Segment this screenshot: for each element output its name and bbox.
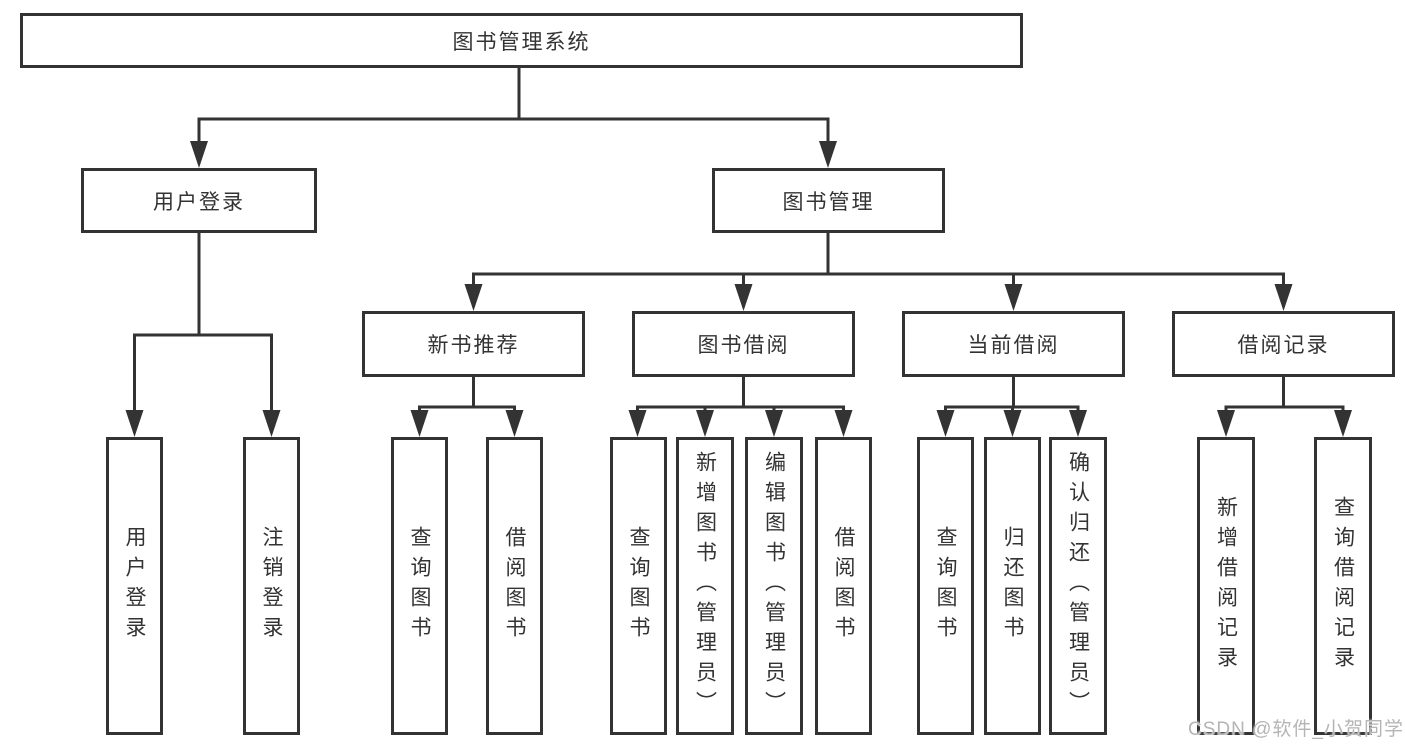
node-label: 图书管理 xyxy=(782,190,875,214)
connector-bookborrow-to-leaves xyxy=(628,377,853,437)
csdn-watermark: CSDN @软件_小贺同学 xyxy=(1188,719,1404,740)
node-new-book-recommendation: 新书推荐 xyxy=(362,311,585,377)
leaf-add-book-admin: 新增图书（管理员） xyxy=(676,437,734,735)
node-label: 图书管理系统 xyxy=(452,30,591,54)
node-current-borrowing: 当前借阅 xyxy=(902,311,1125,377)
leaf-query-books: 查询图书 xyxy=(391,437,448,735)
leaf-label: 注销登录 xyxy=(260,526,284,646)
node-book-management: 图书管理 xyxy=(712,168,945,233)
leaf-logout: 注销登录 xyxy=(243,437,300,735)
leaf-label: 确认归还（管理员） xyxy=(1066,451,1090,721)
connector-borrowrecord-to-leaves xyxy=(1217,377,1352,437)
leaf-label: 用户登录 xyxy=(123,526,147,646)
node-label: 借阅记录 xyxy=(1237,334,1330,357)
node-label: 当前借阅 xyxy=(967,334,1060,357)
leaf-label: 查询图书 xyxy=(934,526,958,646)
node-label: 图书借阅 xyxy=(697,334,790,357)
node-label: 用户登录 xyxy=(153,190,245,214)
leaf-label: 查询图书 xyxy=(408,526,432,646)
leaf-label: 借阅图书 xyxy=(503,526,527,646)
leaf-confirm-return-admin: 确认归还（管理员） xyxy=(1049,437,1107,735)
node-borrowing-records: 借阅记录 xyxy=(1172,311,1395,377)
leaf-user-login: 用户登录 xyxy=(106,437,163,735)
leaf-borrow-books: 借阅图书 xyxy=(486,437,543,735)
leaf-query-borrow-record: 查询借阅记录 xyxy=(1314,437,1372,735)
node-label: 新书推荐 xyxy=(427,334,520,357)
connector-root-to-level2 xyxy=(190,68,837,168)
leaf-label: 归还图书 xyxy=(1001,526,1025,646)
leaf-add-borrow-record: 新增借阅记录 xyxy=(1197,437,1255,735)
node-user-login: 用户登录 xyxy=(81,168,317,233)
leaf-return-book: 归还图书 xyxy=(984,437,1041,735)
connector-bookmgmt-to-level3 xyxy=(464,233,1293,311)
connector-userlogin-to-leaves xyxy=(125,233,281,437)
node-book-borrowing: 图书借阅 xyxy=(632,311,855,377)
leaf-label: 新增图书（管理员） xyxy=(693,451,717,721)
leaf-label: 新增借阅记录 xyxy=(1214,496,1238,676)
connector-newbook-to-leaves xyxy=(410,377,524,437)
node-library-management-system: 图书管理系统 xyxy=(20,13,1023,68)
leaf-query-books: 查询图书 xyxy=(917,437,974,735)
leaf-edit-book-admin: 编辑图书（管理员） xyxy=(745,437,803,735)
leaf-label: 查询图书 xyxy=(627,526,651,646)
leaf-label: 借阅图书 xyxy=(832,526,856,646)
connector-currentborrow-to-leaves xyxy=(936,377,1087,437)
leaf-label: 编辑图书（管理员） xyxy=(762,451,786,721)
leaf-label: 查询借阅记录 xyxy=(1331,496,1355,676)
leaf-query-books: 查询图书 xyxy=(610,437,667,735)
leaf-borrow-books: 借阅图书 xyxy=(815,437,872,735)
